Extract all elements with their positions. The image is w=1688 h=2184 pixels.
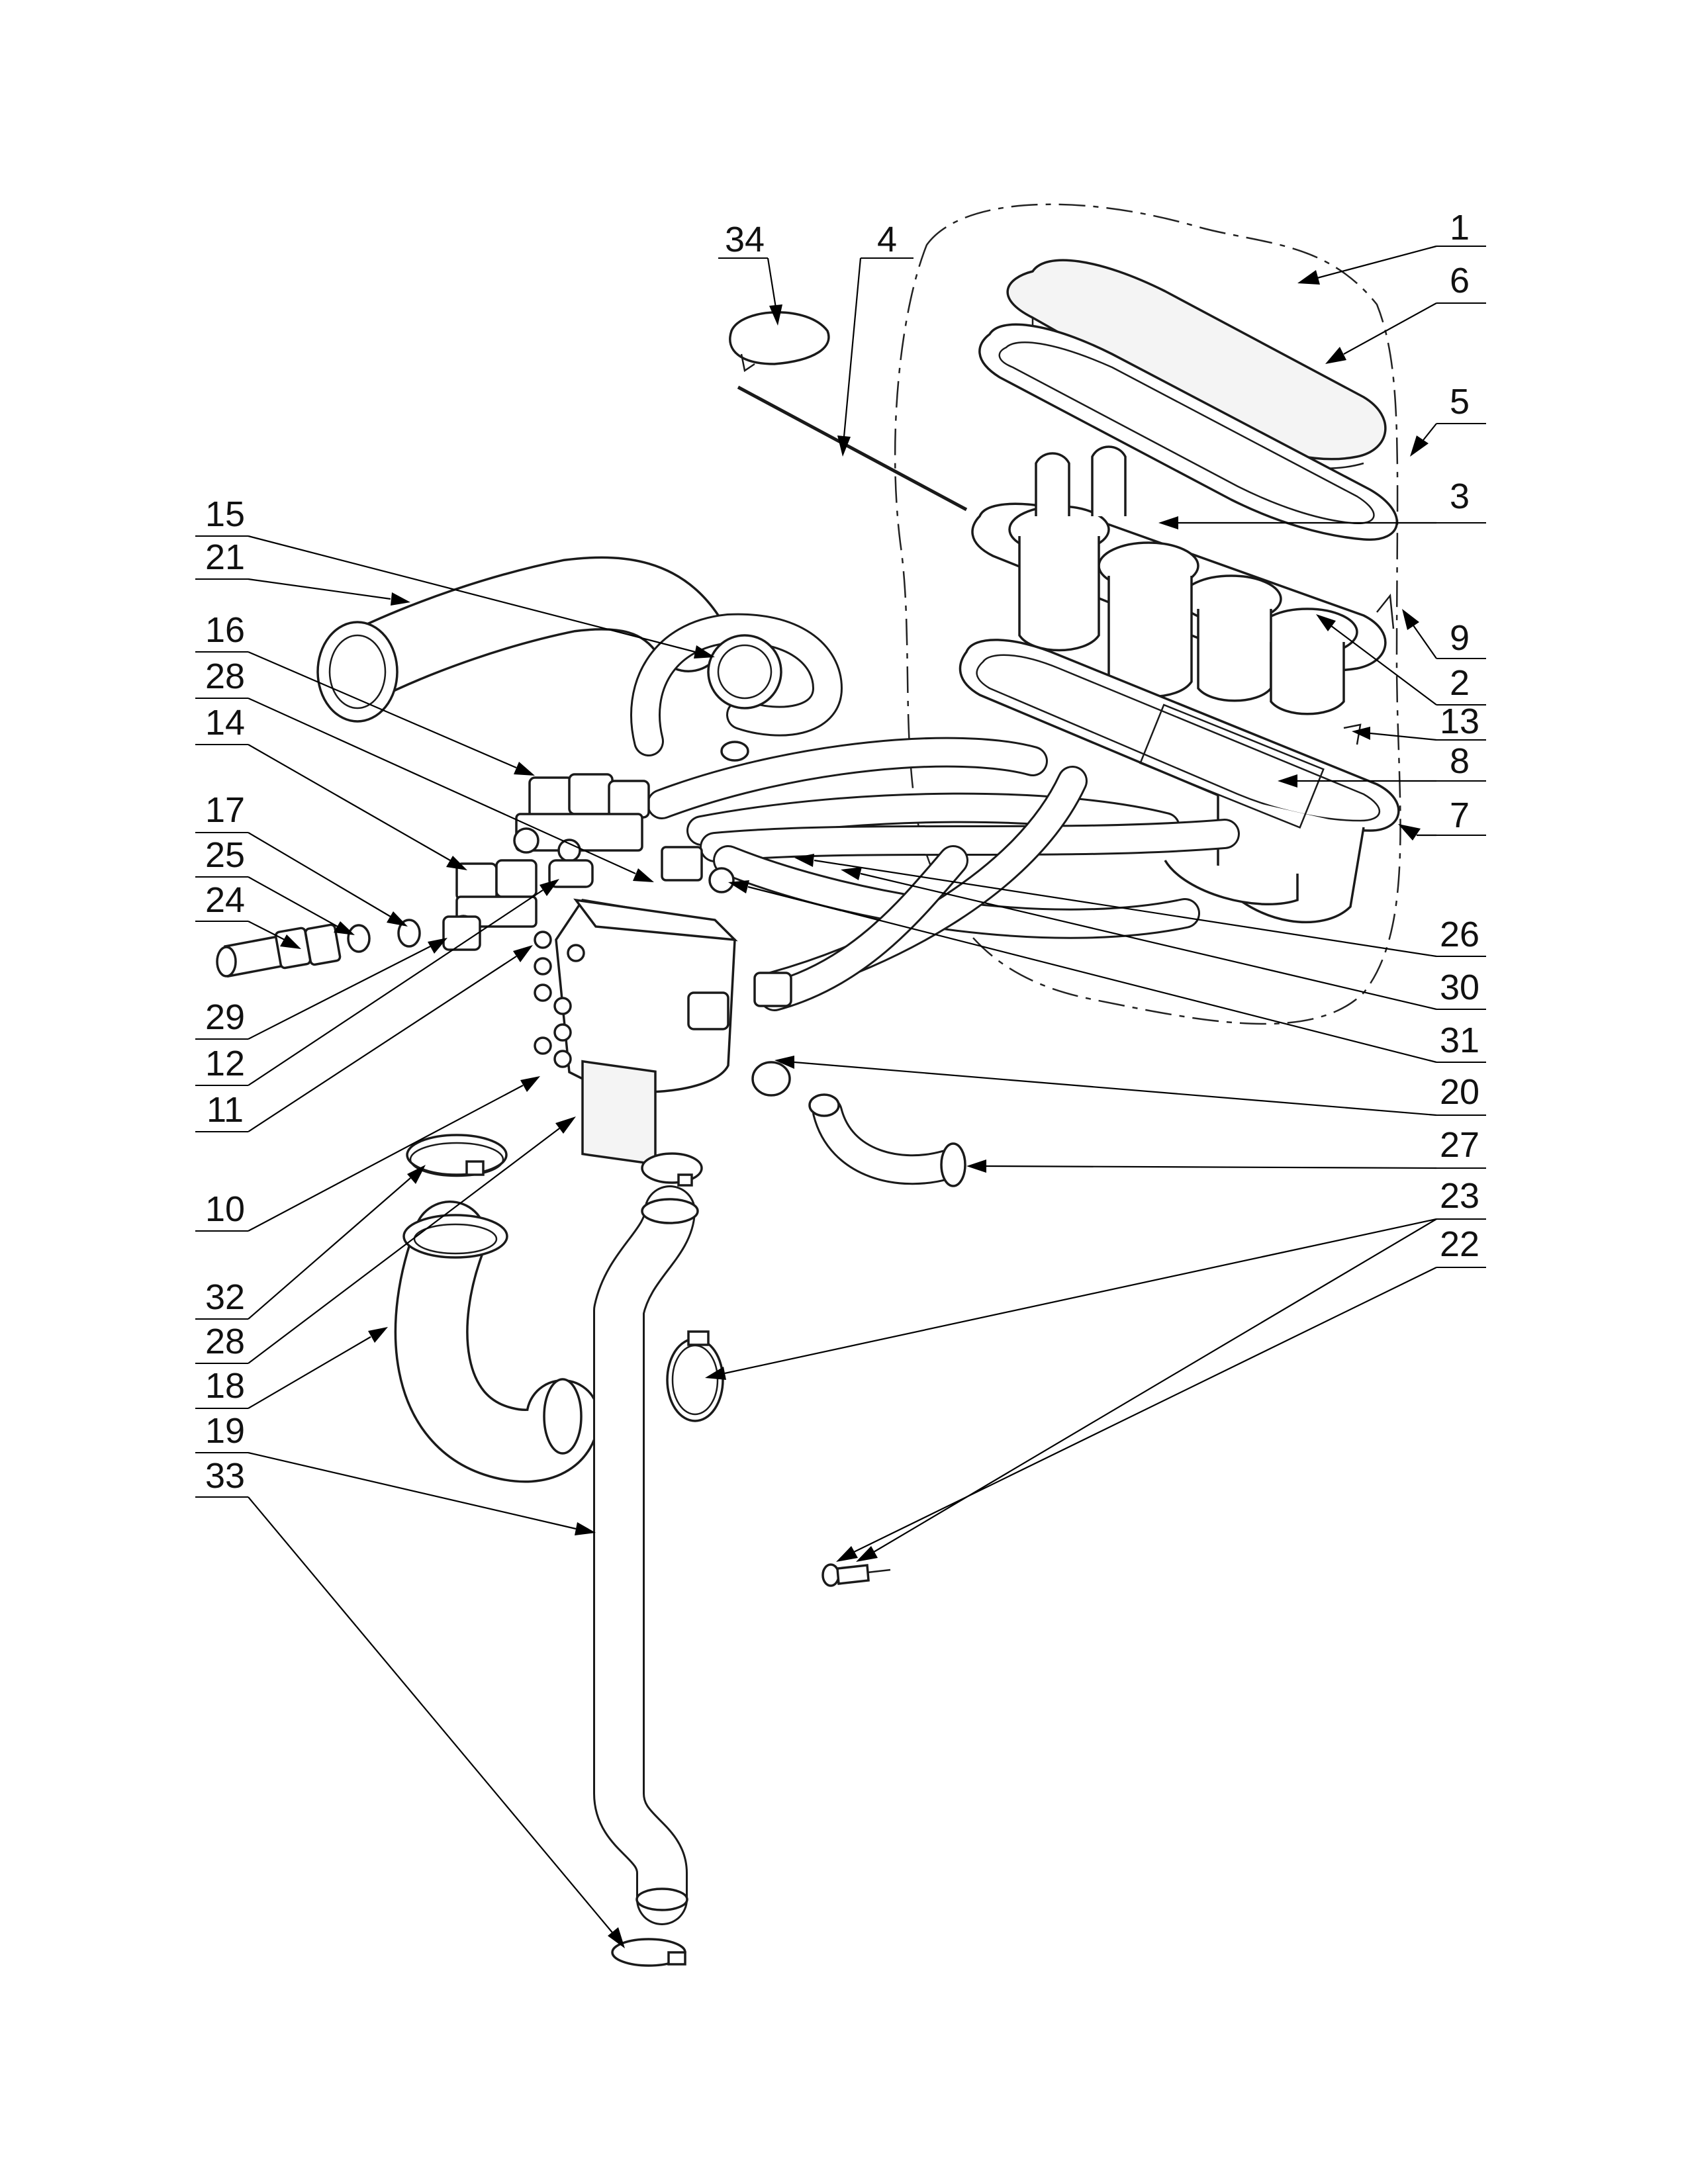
callout-number: 19 [205, 1411, 245, 1451]
callout-number: 15 [205, 494, 245, 534]
callout-24: 24 [195, 880, 301, 949]
callout-number: 9 [1450, 618, 1470, 658]
small-connector [821, 1563, 891, 1587]
callout-number: 21 [205, 537, 245, 577]
rod-part [737, 385, 968, 512]
angle-fitting [753, 972, 792, 1007]
callout-number: 34 [725, 220, 765, 259]
callout-number: 27 [1440, 1125, 1479, 1165]
callout-2: 2 [1316, 614, 1486, 705]
callout-number: 22 [1440, 1224, 1479, 1264]
callout-25: 25 [195, 835, 355, 935]
callout-34: 34 [718, 220, 782, 326]
callout-28-lower: 28 [195, 1116, 576, 1364]
callout-number: 7 [1450, 796, 1470, 835]
callout-27: 27 [966, 1125, 1486, 1173]
callout-number: 16 [205, 610, 245, 650]
dispenser-box [534, 846, 738, 1166]
loop-hose [630, 613, 843, 762]
callout-10: 10 [195, 1076, 540, 1232]
small-clamp [641, 1152, 703, 1187]
callout-15: 15 [195, 494, 715, 659]
callout-9: 9 [1402, 609, 1486, 659]
callout-16: 16 [195, 610, 535, 776]
callout-number: 25 [205, 835, 245, 875]
callout-group: 34 4 1 6 5 [195, 208, 1486, 1948]
callout-number: 24 [205, 880, 245, 920]
supply-tubes [647, 737, 1240, 1011]
outlet-hose-assembly [751, 1061, 966, 1187]
callout-3: 3 [1158, 477, 1486, 529]
callout-number: 1 [1450, 208, 1470, 248]
callout-11: 11 [195, 945, 533, 1132]
callout-33: 33 [195, 1456, 625, 1948]
callout-8: 8 [1278, 741, 1486, 788]
callout-7: 7 [1398, 796, 1486, 841]
cup-holder-plate-part [971, 445, 1387, 715]
callout-30: 30 [841, 867, 1486, 1011]
callout-number: 8 [1450, 741, 1470, 781]
callout-number: 28 [205, 657, 245, 696]
callout-31: 31 [728, 880, 1486, 1064]
callout-number: 33 [205, 1456, 245, 1496]
band-clamp [666, 1330, 724, 1422]
callout-18: 18 [195, 1327, 388, 1409]
callout-28-upper: 28 [195, 657, 654, 882]
callout-number: 32 [205, 1277, 245, 1317]
cap-part [729, 311, 830, 365]
upper-large-hose [316, 556, 726, 723]
large-clamp [406, 1134, 508, 1177]
callout-4: 4 [837, 220, 914, 457]
valve-block-upper [513, 773, 650, 888]
callout-5: 5 [1410, 382, 1486, 457]
bottom-clamp [611, 1938, 686, 1967]
callout-number: 29 [205, 997, 245, 1037]
callout-14: 14 [195, 703, 467, 870]
callout-17: 17 [195, 790, 408, 927]
callout-number: 26 [1440, 915, 1479, 954]
callout-number: 5 [1450, 382, 1470, 422]
callout-29: 29 [195, 938, 447, 1040]
callout-22: 22 [836, 1224, 1486, 1562]
callout-13: 13 [1352, 702, 1486, 741]
elbow-hose [394, 1201, 600, 1483]
callout-number: 10 [205, 1189, 245, 1229]
callout-12: 12 [195, 879, 559, 1086]
clip-part [1343, 723, 1362, 745]
callout-number: 14 [205, 703, 245, 743]
callout-1: 1 [1297, 208, 1486, 285]
callout-number: 11 [207, 1090, 244, 1130]
callout-number: 3 [1450, 477, 1470, 516]
callout-number: 17 [205, 790, 245, 830]
callout-number: 12 [205, 1044, 245, 1083]
callout-number: 28 [205, 1322, 245, 1361]
callout-26: 26 [794, 854, 1486, 958]
callout-number: 31 [1440, 1021, 1479, 1060]
callout-number: 23 [1440, 1176, 1479, 1216]
callout-number: 13 [1440, 702, 1479, 741]
callout-number: 20 [1440, 1072, 1479, 1112]
callout-21: 21 [195, 537, 410, 606]
callout-number: 30 [1440, 968, 1479, 1007]
callout-20: 20 [774, 1056, 1486, 1116]
callout-number: 6 [1450, 261, 1470, 300]
callout-number: 2 [1450, 663, 1470, 703]
callout-23: 23 [705, 1176, 1486, 1380]
callout-19: 19 [195, 1411, 596, 1535]
callout-number: 4 [877, 220, 897, 259]
tall-drain-pipe [593, 1185, 699, 1925]
pin-part [1376, 593, 1395, 629]
callout-32: 32 [195, 1165, 426, 1320]
callout-number: 18 [205, 1366, 245, 1406]
callout-6: 6 [1325, 261, 1486, 364]
